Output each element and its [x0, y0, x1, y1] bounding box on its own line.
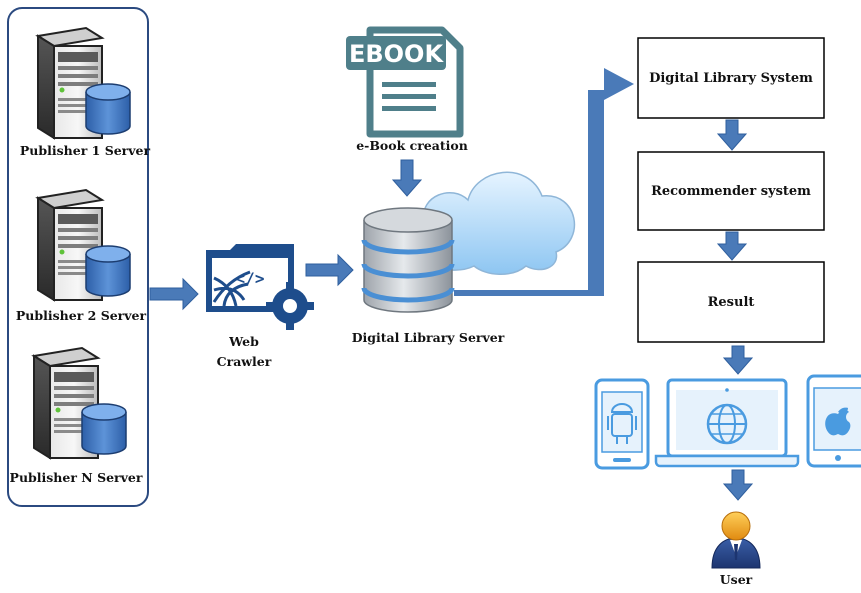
arrow-ebook-to-server — [391, 159, 423, 197]
recommender-system-label: Recommender system — [651, 184, 811, 199]
publisher-1-server[interactable]: Publisher 1 Server — [20, 27, 151, 158]
arrow-result-to-devices — [722, 345, 754, 375]
server-with-database-icon — [37, 27, 131, 139]
digital-library-server[interactable]: Digital Library Server — [352, 207, 505, 345]
arrow-publishers-to-crawler — [149, 277, 199, 311]
recommender-system-box[interactable]: Recommender system — [637, 151, 825, 231]
publisher-n-server[interactable]: Publisher N Server — [10, 347, 143, 485]
laptop-globe-icon[interactable] — [654, 378, 800, 468]
ebook-label: e-Book creation — [356, 138, 468, 153]
svg-text:EBOOK: EBOOK — [349, 40, 444, 68]
digital-library-system-label: Digital Library System — [649, 71, 813, 86]
crawler-label-line2: Crawler — [217, 354, 272, 369]
arrow-cloud-to-digital-library-system — [454, 68, 634, 296]
arrow-devices-to-user — [722, 469, 754, 501]
apple-tablet-icon[interactable] — [806, 374, 861, 468]
user-avatar-icon — [711, 511, 761, 569]
web-crawler[interactable]: </> Web Crawler — [206, 244, 314, 369]
user[interactable]: User — [711, 511, 761, 587]
result-box[interactable]: Result — [637, 261, 825, 343]
server-with-database-icon — [37, 189, 131, 301]
arrow-recommender-to-result — [716, 231, 748, 261]
publisher-n-label: Publisher N Server — [10, 470, 143, 485]
server-with-database-icon — [33, 347, 127, 459]
publisher-1-label: Publisher 1 Server — [20, 143, 151, 158]
web-crawler-icon: </> — [206, 244, 314, 330]
server-label: Digital Library Server — [352, 330, 505, 345]
arrow-system-to-recommender — [716, 119, 748, 151]
database-stack-icon — [361, 207, 455, 313]
result-label: Result — [708, 295, 755, 310]
crawler-label-line1: Web — [228, 334, 259, 349]
android-phone-icon[interactable] — [594, 378, 650, 470]
arrow-crawler-to-server — [305, 253, 354, 287]
user-label: User — [720, 572, 753, 587]
publisher-2-server[interactable]: Publisher 2 Server — [16, 189, 147, 323]
publisher-2-label: Publisher 2 Server — [16, 308, 147, 323]
publishers-group — [7, 7, 149, 507]
ebook-document-icon: EBOOK — [346, 26, 464, 138]
ebook-creation[interactable]: EBOOK e-Book creation — [346, 26, 468, 153]
digital-library-system-box[interactable]: Digital Library System — [637, 37, 825, 119]
